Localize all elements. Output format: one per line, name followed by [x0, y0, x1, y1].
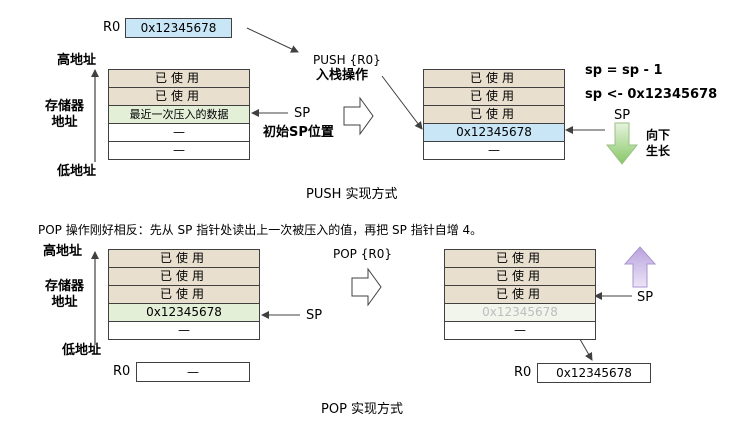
push-before-used-cell: 已使用 [109, 88, 249, 106]
pop-after-empty-cell: — [445, 322, 595, 339]
pop-transition-arrow [351, 267, 382, 307]
push-before-empty-cell: — [109, 142, 249, 159]
push-after-used-cell: 已使用 [424, 106, 564, 124]
pop-r0-after-label: R0 [514, 365, 532, 380]
pop-before-used-cell: 已使用 [109, 250, 259, 268]
push-r0-register: 0x12345678 [125, 18, 232, 38]
pop-after-used-cell: 已使用 [445, 268, 595, 286]
push-low-address-label: 低地址 [57, 164, 97, 179]
push-instruction: PUSH {R0} [313, 53, 381, 67]
push-formula-1: sp = sp - 1 [585, 63, 663, 78]
push-caption: PUSH 实现方式 [306, 187, 398, 202]
pop-before-value-cell: 0x12345678 [109, 304, 259, 322]
push-stack-before: 已使用 已使用 最近一次压入的数据 — — [108, 69, 250, 160]
push-after-used-cell: 已使用 [424, 70, 564, 88]
pop-after-used-cell: 已使用 [445, 250, 595, 268]
pop-memory-address-label: 存储器 地址 [45, 279, 85, 310]
push-high-address-label: 高地址 [57, 53, 97, 68]
pop-after-faded-value-cell: 0x12345678 [445, 304, 595, 322]
grow-up-arrow-icon [623, 246, 657, 288]
push-after-used-cell: 已使用 [424, 88, 564, 106]
pop-low-address-label: 低地址 [62, 343, 102, 358]
pop-new-sp-label: SP [637, 290, 654, 305]
pop-stack-after: 已使用 已使用 已使用 0x12345678 — [444, 249, 596, 340]
push-grow-down-caption: 向下 生长 [646, 128, 671, 158]
grow-down-arrow-icon [605, 122, 639, 165]
pop-r0-before-register: — [136, 362, 250, 382]
push-r0-to-instruction-arrow [246, 27, 299, 53]
push-before-recent-data-cell: 最近一次压入的数据 [109, 106, 249, 124]
pop-before-used-cell: 已使用 [109, 286, 259, 304]
pop-caption: POP 实现方式 [321, 402, 404, 417]
pop-stack-before: 已使用 已使用 已使用 0x12345678 — [108, 249, 260, 340]
pop-description: POP 操作刚好相反：先从 SP 指针处读出上一次被压入的值，再把 SP 指针自… [38, 223, 483, 237]
push-formula-2: sp <- 0x12345678 [585, 87, 718, 102]
push-initial-sp-caption: 初始SP位置 [263, 125, 334, 140]
push-before-used-cell: 已使用 [109, 70, 249, 88]
push-stack-after: 已使用 已使用 已使用 0x12345678 — [423, 69, 565, 160]
pop-after-used-cell: 已使用 [445, 286, 595, 304]
push-before-empty-cell: — [109, 124, 249, 142]
pop-high-address-label: 高地址 [43, 244, 83, 259]
push-instruction-caption: 入栈操作 [316, 68, 369, 83]
push-new-sp-label: SP [614, 108, 631, 123]
push-transition-arrow [343, 96, 374, 136]
pop-before-empty-cell: — [109, 322, 259, 339]
push-after-pushed-cell: 0x12345678 [424, 124, 564, 142]
push-initial-sp-label: SP [294, 106, 311, 121]
pop-before-used-cell: 已使用 [109, 268, 259, 286]
push-r0-label: R0 [103, 20, 121, 35]
pop-r0-after-register: 0x12345678 [537, 363, 651, 383]
push-memory-address-label: 存储器 地址 [45, 99, 85, 130]
push-after-empty-cell: — [424, 142, 564, 159]
push-instruction-to-stack-arrow [381, 75, 423, 130]
pop-instruction: POP {R0} [333, 247, 392, 261]
pop-r0-before-label: R0 [113, 364, 131, 379]
pop-sp-label: SP [306, 308, 323, 323]
